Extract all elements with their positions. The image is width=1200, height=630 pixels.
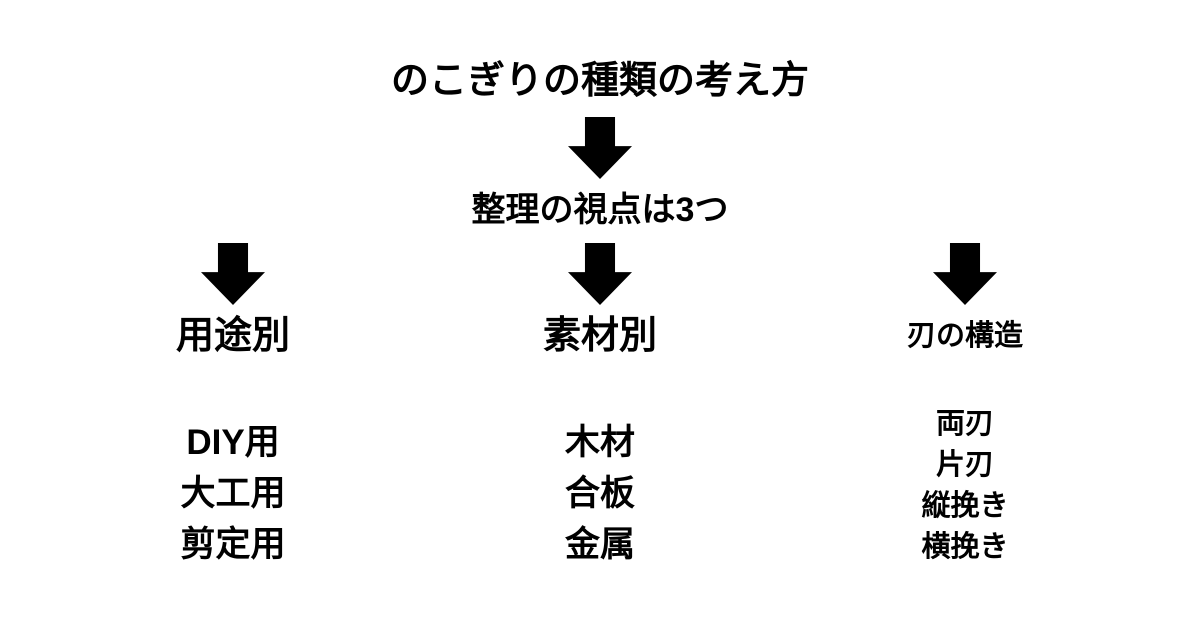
column-material: 素材別 木材 合板 金属 (450, 243, 750, 570)
down-arrow-icon (568, 243, 632, 305)
column-items-blade-structure: 両刃 片刃 縦挽き 横挽き (815, 404, 1115, 568)
list-item: 大工用 (180, 474, 286, 513)
column-items-purpose: DIY用 大工用 剪定用 (83, 417, 383, 570)
list-item: 片刃 (935, 449, 994, 481)
down-arrow-icon (933, 243, 997, 305)
down-arrow-icon (568, 117, 632, 179)
down-arrow-icon (201, 243, 265, 305)
column-items-material: 木材 合板 金属 (450, 417, 750, 570)
column-purpose: 用途別 DIY用 大工用 剪定用 (83, 243, 383, 570)
list-item: 金属 (564, 525, 635, 564)
column-blade-structure: 刃の構造 両刃 片刃 縦挽き 横挽き (815, 243, 1115, 568)
list-item: 横挽き (921, 531, 1009, 563)
diagram-title: のこぎりの種類の考え方 (390, 60, 809, 102)
list-item: 合板 (564, 474, 635, 513)
list-item: DIY用 (186, 423, 280, 462)
column-header-blade-structure: 刃の構造 (906, 320, 1023, 352)
list-item: 木材 (564, 423, 635, 462)
list-item: 両刃 (935, 408, 994, 440)
list-item: 縦挽き (921, 490, 1009, 522)
diagram-subtitle: 整理の視点は3つ (471, 191, 729, 229)
column-header-material: 素材別 (542, 315, 657, 357)
column-header-purpose: 用途別 (175, 315, 290, 357)
list-item: 剪定用 (180, 525, 286, 564)
